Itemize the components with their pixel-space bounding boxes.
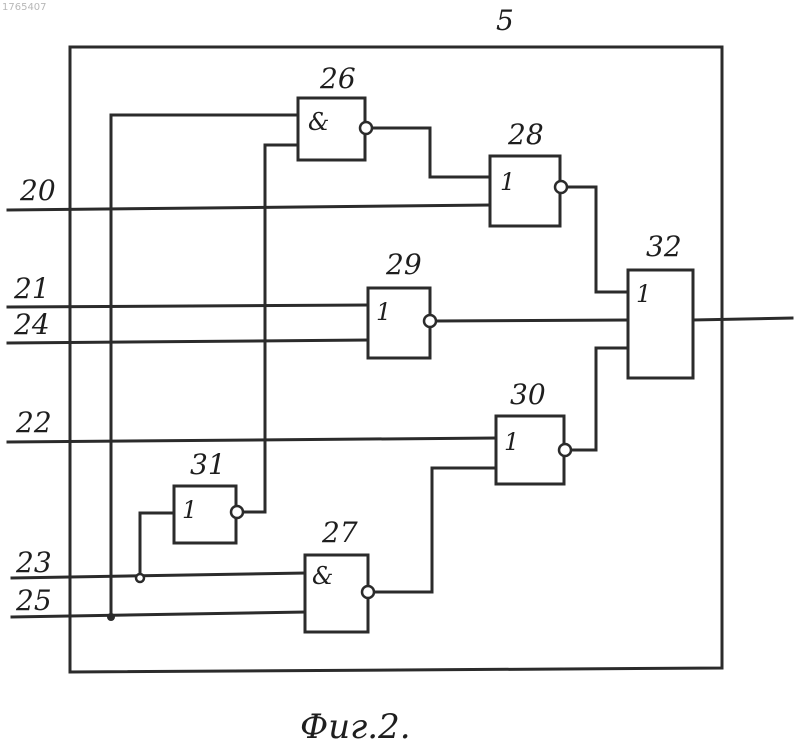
gate-30-symbol: 1 <box>504 428 519 456</box>
input-22-label: 22 <box>15 406 52 439</box>
input-21-line <box>8 305 368 307</box>
input-23-line <box>12 573 305 578</box>
bus-5-label: 5 <box>496 4 514 37</box>
input-21-label: 21 <box>13 272 50 305</box>
wire-gate-31-to-gate-26 <box>242 145 298 512</box>
input-25-label: 25 <box>15 584 52 617</box>
junction-dot-25 <box>107 613 115 621</box>
input-20-line <box>8 205 490 210</box>
gate-26-number: 26 <box>319 62 356 95</box>
gate-31-symbol: 1 <box>182 496 197 524</box>
gate-29-number: 29 <box>385 248 422 281</box>
input-22-line <box>8 438 496 442</box>
gate-27-number: 27 <box>321 516 358 549</box>
gate-28-inverter-bubble <box>555 181 567 193</box>
gate-27-symbol: & <box>312 562 333 590</box>
gate-31-number: 31 <box>190 448 226 481</box>
wire-gate-26-to-gate-28 <box>371 128 490 177</box>
gate-28-symbol: 1 <box>500 168 515 196</box>
gate-29-symbol: 1 <box>376 298 391 326</box>
document-number: 1765407 <box>2 2 47 13</box>
wire-gate-30-to-gate-32 <box>570 348 628 450</box>
gate-26-inverter-bubble <box>360 122 372 134</box>
gate-32-number: 32 <box>646 230 682 263</box>
wire-gate-27-to-gate-30 <box>373 468 496 592</box>
input-24-line <box>8 340 368 343</box>
wire-23-to-gate-31 <box>140 513 174 578</box>
junction-dot-23 <box>136 574 144 582</box>
input-24-label: 24 <box>13 308 50 341</box>
gate-26-symbol: & <box>308 108 329 136</box>
figure-caption: Фиг.2. <box>300 707 411 747</box>
gate-30-number: 30 <box>510 378 546 411</box>
input-20-label: 20 <box>19 174 56 207</box>
input-25-line <box>12 612 305 617</box>
gate-27-inverter-bubble <box>362 586 374 598</box>
wire-gate-29-to-gate-32 <box>435 320 628 321</box>
gate-29-inverter-bubble <box>424 315 436 327</box>
input-23-label: 23 <box>15 546 52 579</box>
wire-gate-28-to-gate-32 <box>566 187 628 292</box>
wire-gate-32-output <box>693 318 792 320</box>
gate-32-symbol: 1 <box>636 280 651 308</box>
gate-28-number: 28 <box>507 118 544 151</box>
gate-30-inverter-bubble <box>559 444 571 456</box>
gate-31-inverter-bubble <box>231 506 243 518</box>
